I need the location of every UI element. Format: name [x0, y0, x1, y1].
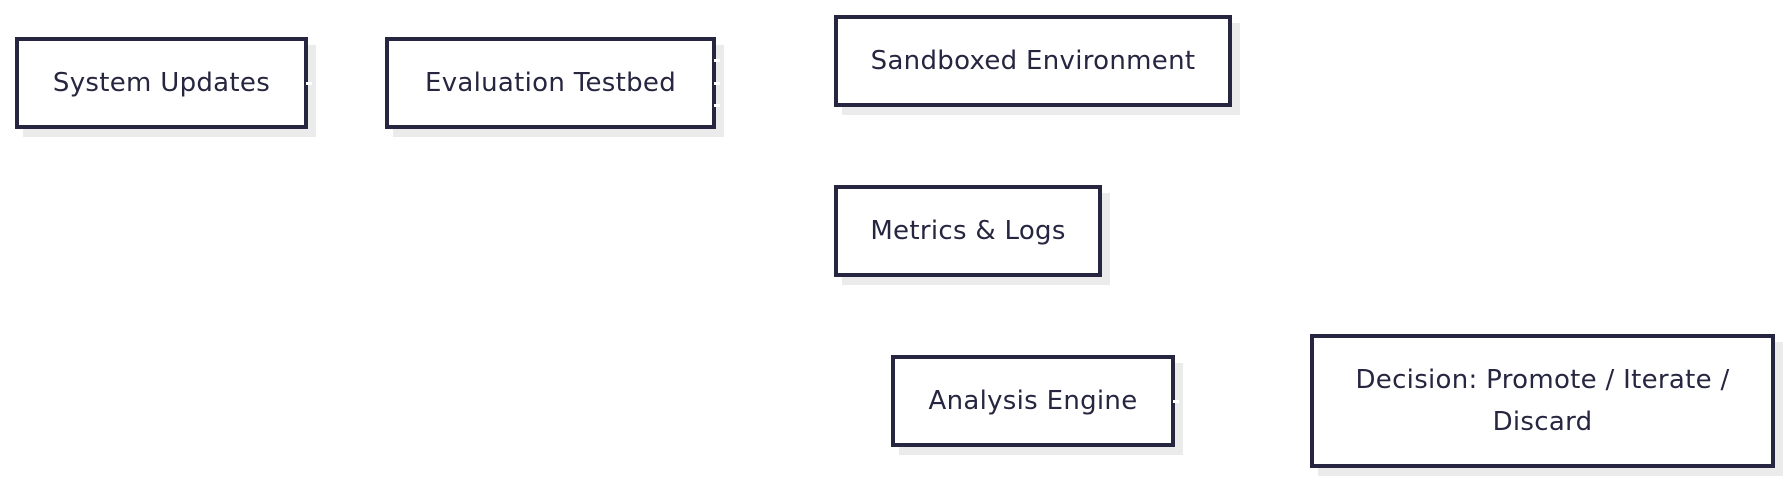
node-decision: Decision: Promote / Iterate / Discard: [1310, 334, 1775, 468]
node-label: Sandboxed Environment: [870, 46, 1196, 76]
node-analysis-engine: Analysis Engine: [891, 355, 1175, 447]
node-label: System Updates: [52, 68, 271, 98]
node-label: Evaluation Testbed: [424, 68, 677, 98]
node-label: Decision: Promote / Iterate / Discard: [1355, 365, 1730, 437]
node-sandboxed-environment: Sandboxed Environment: [834, 15, 1232, 107]
edge-stub: [1173, 400, 1179, 403]
node-metrics-logs: Metrics & Logs: [834, 185, 1102, 277]
edge-stub: [714, 59, 720, 62]
node-system-updates: System Updates: [15, 37, 308, 129]
node-evaluation-testbed: Evaluation Testbed: [385, 37, 716, 129]
edge-stub: [714, 104, 720, 107]
edge-stub: [306, 82, 312, 85]
node-label: Metrics & Logs: [870, 216, 1066, 246]
edge-stub: [714, 82, 720, 85]
node-label: Analysis Engine: [928, 386, 1138, 416]
